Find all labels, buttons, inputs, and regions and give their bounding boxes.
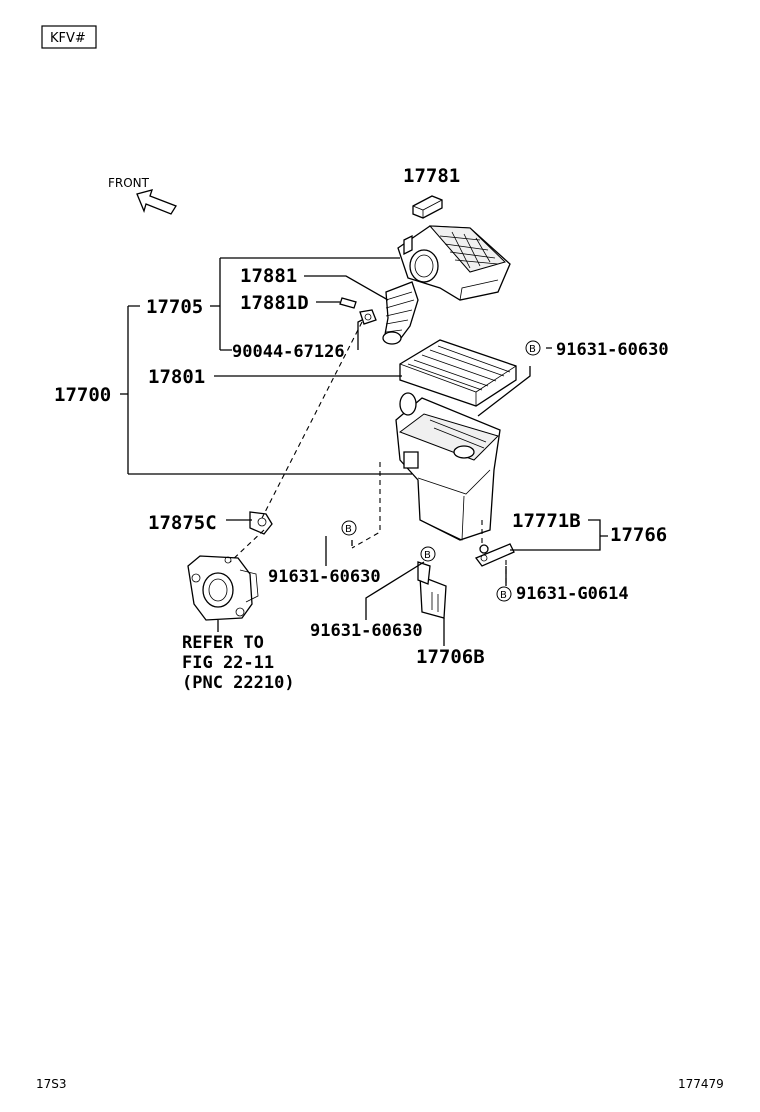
refer-note-line-1: REFER TO bbox=[182, 633, 264, 653]
label-17881[interactable]: 17881 bbox=[240, 265, 297, 287]
label-91631-G0614[interactable]: 91631-G0614 bbox=[516, 584, 629, 604]
bolt-mark-right: B bbox=[496, 586, 512, 602]
label-17771B[interactable]: 17771B bbox=[512, 510, 581, 532]
label-91631-60630-mid[interactable]: 91631-60630 bbox=[310, 621, 423, 641]
bolt-mark-left: B bbox=[341, 520, 357, 536]
part-17875C-drawing bbox=[249, 511, 273, 535]
label-91631-60630-top[interactable]: 91631-60630 bbox=[556, 340, 669, 360]
refer-note-line-3: (PNC 22210) bbox=[182, 673, 295, 693]
part-17801-filter-drawing bbox=[399, 339, 517, 407]
front-direction-indicator: FRONT bbox=[108, 176, 177, 215]
label-17801[interactable]: 17801 bbox=[148, 366, 205, 388]
label-17875C[interactable]: 17875C bbox=[148, 512, 217, 534]
throttle-body-drawing bbox=[187, 555, 259, 621]
bolt-mark-top-label: B bbox=[529, 344, 536, 355]
refer-note-line-2[interactable]: FIG 22-11 bbox=[182, 653, 274, 673]
leader-lines bbox=[120, 257, 608, 646]
air-cleaner-case-drawing bbox=[395, 392, 501, 541]
air-cleaner-cap-drawing bbox=[397, 225, 511, 301]
bolt-mark-mid-label: B bbox=[424, 550, 431, 561]
footer-left-code: 17S3 bbox=[36, 1077, 67, 1091]
code-box: KFV# bbox=[41, 25, 97, 49]
front-arrow-icon bbox=[136, 189, 177, 215]
part-17881-hose-drawing bbox=[382, 281, 419, 345]
bolt-markers: B B B B bbox=[341, 340, 541, 602]
bolt-mark-mid: B bbox=[420, 546, 436, 562]
assembly-dashed-lines bbox=[229, 321, 507, 588]
bolt-mark-left-label: B bbox=[345, 524, 352, 535]
label-17706B[interactable]: 17706B bbox=[416, 646, 485, 668]
label-17705[interactable]: 17705 bbox=[146, 296, 203, 318]
front-label: FRONT bbox=[108, 176, 150, 190]
part-labels: 17781 17881 17881D 17705 90044-67126 178… bbox=[54, 165, 669, 693]
part-17706B-drawing bbox=[417, 561, 447, 619]
label-17700[interactable]: 17700 bbox=[54, 384, 111, 406]
bolt-mark-right-label: B bbox=[500, 590, 507, 601]
part-17881D-drawing bbox=[339, 297, 357, 309]
part-17771B-bracket-drawing bbox=[474, 543, 515, 567]
label-17781[interactable]: 17781 bbox=[403, 165, 460, 187]
part-90044-clamp-drawing bbox=[359, 309, 377, 325]
label-91631-60630-left[interactable]: 91631-60630 bbox=[268, 567, 381, 587]
label-17881D[interactable]: 17881D bbox=[240, 292, 309, 314]
label-90044-67126[interactable]: 90044-67126 bbox=[232, 342, 345, 362]
label-17766[interactable]: 17766 bbox=[610, 524, 667, 546]
footer-right-code: 177479 bbox=[678, 1077, 724, 1091]
code-box-label: KFV# bbox=[50, 31, 86, 46]
bolt-mark-top: B bbox=[525, 340, 541, 356]
part-17781-drawing bbox=[412, 195, 443, 219]
